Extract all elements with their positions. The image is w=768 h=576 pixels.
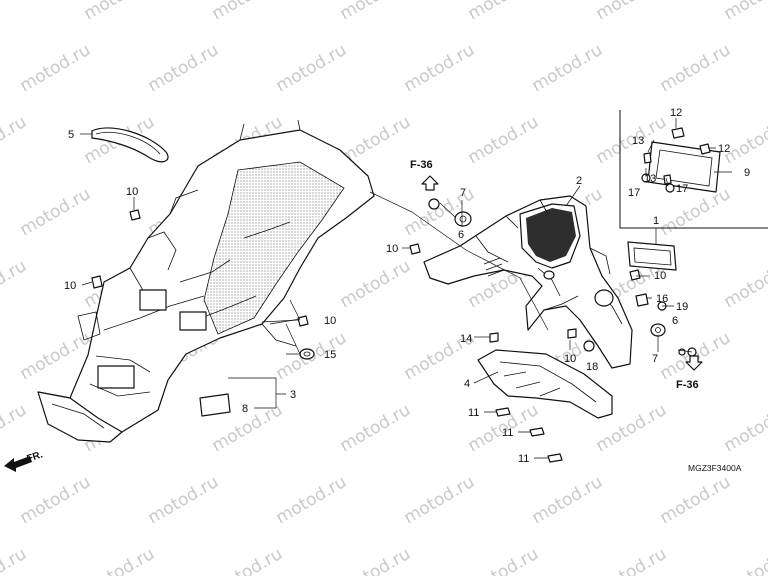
callout-8: 8 bbox=[242, 403, 248, 415]
callout-12: 12 bbox=[670, 107, 682, 119]
callout-5: 5 bbox=[68, 129, 74, 141]
watermark-text: motod.ru bbox=[657, 472, 735, 528]
watermark-text: motod.ru bbox=[529, 40, 607, 96]
callout-10: 10 bbox=[126, 186, 138, 198]
callout-10: 10 bbox=[654, 270, 666, 282]
watermark-text: motod.ru bbox=[465, 544, 543, 576]
callout-1: 1 bbox=[653, 215, 659, 227]
watermark-text: motod.ru bbox=[17, 184, 95, 240]
watermark-text: motod.ru bbox=[529, 472, 607, 528]
watermark-text: motod.ru bbox=[17, 40, 95, 96]
watermark-text: motod.ru bbox=[721, 0, 768, 24]
watermark-text: motod.ru bbox=[145, 472, 223, 528]
ref-arrow-bottom: F-36 bbox=[676, 355, 703, 391]
watermark-text: motod.ru bbox=[17, 472, 95, 528]
callout-16: 16 bbox=[656, 293, 668, 305]
callout-11: 11 bbox=[518, 453, 529, 465]
callout-11: 11 bbox=[502, 427, 513, 439]
callout-19: 19 bbox=[676, 301, 688, 313]
callout-13: 13 bbox=[644, 173, 656, 185]
watermark-text: motod.ru bbox=[593, 0, 671, 24]
watermark-text: motod.ru bbox=[81, 0, 159, 24]
callout-6: 6 bbox=[458, 229, 464, 241]
ref-arrow-top: F-36 bbox=[410, 159, 439, 191]
watermark-text: motod.ru bbox=[337, 400, 415, 456]
watermark-text: motod.ru bbox=[721, 112, 768, 168]
callout-7: 7 bbox=[652, 353, 658, 365]
watermark-text: motod.ru bbox=[465, 112, 543, 168]
callout-9: 9 bbox=[744, 167, 750, 179]
inner-fender-part bbox=[37, 119, 375, 443]
callout-13: 13 bbox=[632, 135, 644, 147]
callout-10: 10 bbox=[564, 353, 576, 365]
callout-10: 10 bbox=[64, 280, 76, 292]
watermark-text: motod.ru bbox=[401, 472, 479, 528]
watermark-text: motod.ru bbox=[273, 472, 351, 528]
callout-10: 10 bbox=[386, 243, 398, 255]
callouts: 5 10 10 10 15 3 8 6 7 2 10 14 10 18 4 11… bbox=[64, 107, 750, 465]
callout-14: 14 bbox=[460, 333, 472, 345]
reflector-part bbox=[627, 241, 677, 271]
callout-7: 7 bbox=[460, 187, 466, 199]
watermark-text: motod.ru bbox=[337, 256, 415, 312]
watermark-text: motod.ru bbox=[81, 544, 159, 576]
watermark-text: motod.ru bbox=[0, 112, 30, 168]
front-label: FR. bbox=[26, 449, 45, 465]
watermark-text: motod.ru bbox=[657, 184, 735, 240]
callout-17: 17 bbox=[628, 187, 640, 199]
watermark-text: motod.ru bbox=[209, 544, 287, 576]
callout-10: 10 bbox=[324, 315, 336, 327]
rear-fender-part bbox=[423, 195, 633, 369]
watermark-text: motod.ru bbox=[0, 400, 30, 456]
callout-6: 6 bbox=[672, 315, 678, 327]
left-fasteners bbox=[91, 209, 315, 360]
callout-11: 11 bbox=[468, 407, 479, 419]
callout-15: 15 bbox=[324, 349, 336, 361]
watermark-text: motod.ru bbox=[337, 0, 415, 24]
watermark-text: motod.ru bbox=[0, 256, 30, 312]
caution-label-part bbox=[199, 393, 231, 417]
watermark-text: motod.ru bbox=[337, 544, 415, 576]
splash-guard-part bbox=[477, 349, 613, 419]
diagram-code: MGZ3F3400A bbox=[688, 463, 742, 473]
callout-2: 2 bbox=[576, 175, 582, 187]
watermark-text: motod.ru bbox=[0, 0, 30, 24]
watermark-text: motod.ru bbox=[465, 0, 543, 24]
watermark-text: motod.ru bbox=[273, 40, 351, 96]
callout-12: 12 bbox=[718, 143, 730, 155]
watermark-text: motod.ru bbox=[657, 40, 735, 96]
ref-label-top: F-36 bbox=[410, 159, 433, 171]
watermark-text: motod.ru bbox=[721, 400, 768, 456]
watermark-text: motod.ru bbox=[721, 256, 768, 312]
plate-bracket-box bbox=[619, 110, 768, 229]
front-arrow: FR. bbox=[4, 449, 44, 472]
watermark-text: motod.ru bbox=[0, 544, 30, 576]
callout-3: 3 bbox=[290, 389, 296, 401]
watermark-text: motod.ru bbox=[145, 40, 223, 96]
watermark-text: motod.ru bbox=[209, 0, 287, 24]
watermark-text: motod.ru bbox=[593, 544, 671, 576]
callout-17: 17 bbox=[676, 183, 688, 195]
leader-lines bbox=[80, 118, 732, 459]
seal-band-part bbox=[91, 127, 169, 163]
ref-label-bottom: F-36 bbox=[676, 379, 699, 391]
watermark-text: motod.ru bbox=[401, 40, 479, 96]
callout-18: 18 bbox=[586, 361, 598, 373]
watermark-text: motod.ru bbox=[721, 544, 768, 576]
callout-4: 4 bbox=[464, 378, 470, 390]
